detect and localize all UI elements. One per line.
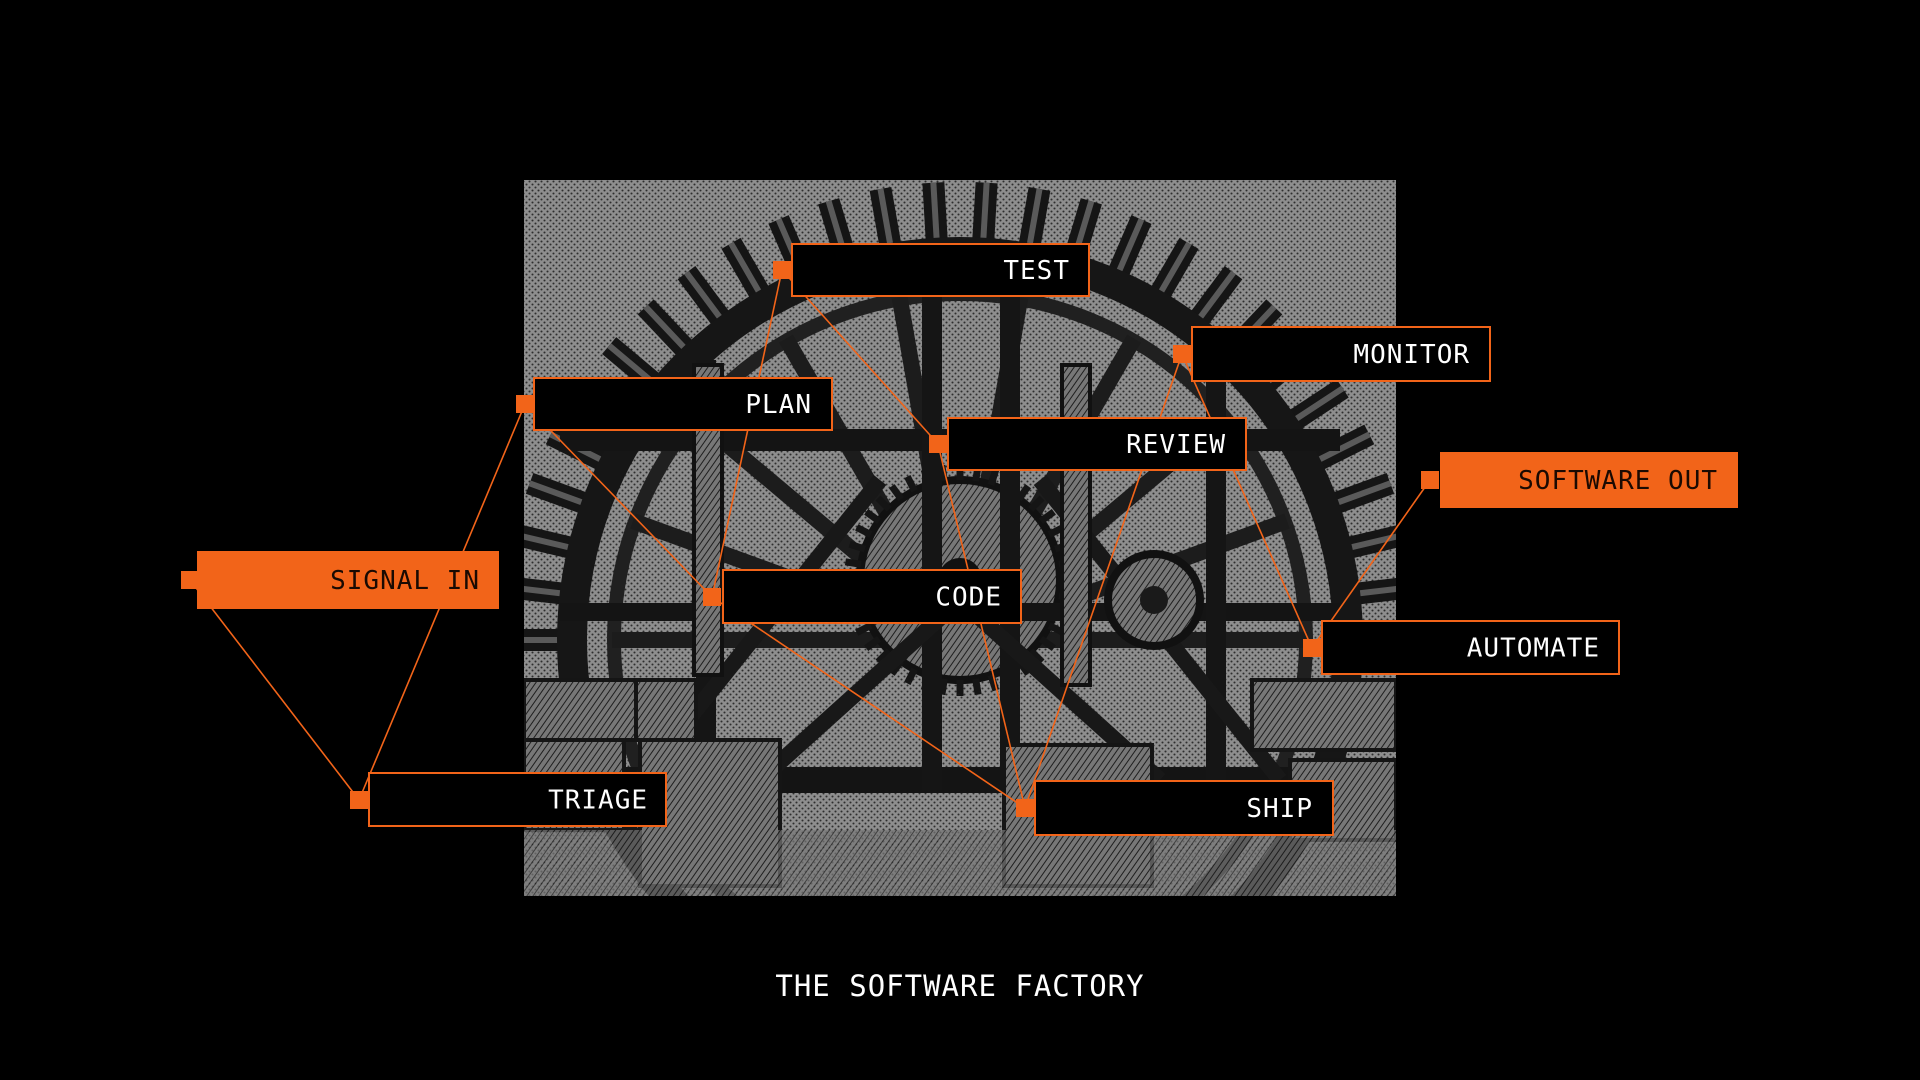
node-review-port xyxy=(929,435,947,453)
ground xyxy=(524,830,1396,896)
piston-rod xyxy=(1060,363,1092,687)
pipeline-nodes: SIGNAL IN PLAN TEST REVIEW MONITOR CODE TRIAGE… xyxy=(181,243,1738,836)
node-monitor-port xyxy=(1173,345,1191,363)
node-code-label: CODE xyxy=(935,583,1002,613)
node-automate-port xyxy=(1303,639,1321,657)
node-automate: AUTOMATE xyxy=(1303,620,1620,675)
node-signal-in-box xyxy=(197,551,499,609)
frame-brace xyxy=(754,594,966,786)
node-code-box xyxy=(722,569,1022,624)
node-plan-port xyxy=(516,395,534,413)
node-software-out: SOFTWARE OUT xyxy=(1421,452,1738,508)
stone-block xyxy=(1250,678,1396,752)
stone-block xyxy=(524,678,638,742)
connector-monitor-to-automate xyxy=(1181,353,1313,649)
node-signal-in-label: SIGNAL IN xyxy=(330,566,480,596)
connector-code-to-test xyxy=(711,269,783,598)
connector-code-to-ship xyxy=(711,596,1026,809)
node-code-port xyxy=(703,588,721,606)
node-software-out-box xyxy=(1440,452,1738,508)
connector-plan-to-code xyxy=(524,403,713,598)
diagram-caption: THE SOFTWARE FACTORY xyxy=(775,969,1144,1003)
node-triage: TRIAGE xyxy=(350,772,667,827)
node-signal-in-port xyxy=(181,571,199,589)
node-plan-label: PLAN xyxy=(745,390,812,420)
node-signal-in: SIGNAL IN xyxy=(181,551,499,609)
node-test: TEST xyxy=(773,243,1090,297)
node-monitor: MONITOR xyxy=(1173,326,1491,382)
node-automate-box xyxy=(1321,620,1620,675)
node-review: REVIEW xyxy=(929,417,1247,471)
node-review-label: REVIEW xyxy=(1126,430,1226,460)
node-plan: PLAN xyxy=(516,377,833,431)
node-ship-label: SHIP xyxy=(1246,794,1313,824)
connector-review-to-ship xyxy=(937,443,1026,809)
stone-block xyxy=(634,678,698,742)
flywheel-hub xyxy=(1140,586,1168,614)
node-software-out-port xyxy=(1421,471,1439,489)
node-test-label: TEST xyxy=(1003,256,1070,286)
node-ship-box xyxy=(1034,780,1334,836)
connector-test-to-review xyxy=(781,269,939,445)
node-triage-label: TRIAGE xyxy=(548,786,648,816)
node-plan-box xyxy=(533,377,833,431)
node-test-port xyxy=(773,261,791,279)
node-ship-port xyxy=(1016,799,1034,817)
node-monitor-label: MONITOR xyxy=(1353,340,1470,370)
node-ship: SHIP xyxy=(1016,780,1334,836)
node-test-box xyxy=(791,243,1090,297)
node-triage-port xyxy=(350,791,368,809)
connector-signal-in-to-triage xyxy=(189,579,360,801)
node-code: CODE xyxy=(703,569,1022,624)
node-automate-label: AUTOMATE xyxy=(1467,634,1600,664)
node-triage-box xyxy=(368,772,667,827)
node-review-box xyxy=(947,417,1247,471)
node-monitor-box xyxy=(1191,326,1491,382)
node-software-out-label: SOFTWARE OUT xyxy=(1518,466,1718,496)
